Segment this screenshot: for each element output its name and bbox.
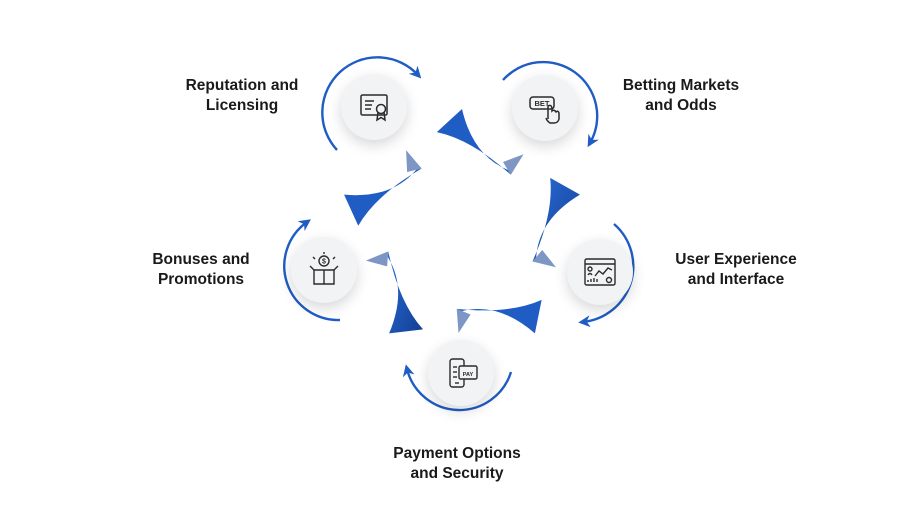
node-payment-circle: PAY (428, 340, 494, 406)
label-payment-line2: and Security (410, 465, 504, 482)
node-ux-circle (567, 239, 633, 305)
star-band-1 (436, 109, 511, 175)
bet-click-icon: BET (529, 96, 560, 124)
node-reputation-circle (341, 74, 407, 140)
label-bonuses-line1: Bonuses and (152, 251, 250, 268)
label-betting: Betting Markets and Odds (606, 76, 756, 116)
star-band-2 (532, 177, 580, 262)
svg-text:$: $ (322, 259, 326, 266)
label-reputation-line2: Licensing (205, 97, 279, 114)
arrow-bonuses (283, 219, 341, 322)
arrow-payment (402, 364, 513, 412)
pay-icon-text: PAY (463, 372, 474, 378)
certificate-icon (360, 94, 388, 122)
gift-box-icon: $ (309, 252, 339, 285)
arrow-reputation (321, 56, 422, 151)
star-band-fold-1 (503, 154, 524, 175)
star-band-5 (344, 168, 422, 226)
label-reputation-line1: Reputation and (185, 77, 299, 94)
label-ux: User Experience and Interface (665, 250, 807, 290)
star-band-fold-2 (532, 250, 556, 268)
label-betting-line2: and Odds (645, 97, 717, 114)
node-bonuses-circle: $ (291, 237, 357, 303)
label-bonuses: Bonuses and Promotions (140, 250, 262, 290)
bet-icon-text: BET (535, 99, 550, 108)
label-payment: Payment Options and Security (381, 444, 533, 484)
mobile-pay-icon: PAY (449, 358, 478, 388)
label-betting-line1: Betting Markets (622, 77, 740, 94)
star-band-3 (456, 299, 542, 334)
label-payment-line1: Payment Options (393, 445, 521, 462)
dashboard-icon (584, 258, 616, 286)
label-bonuses-line2: Promotions (157, 271, 245, 288)
label-reputation: Reputation and Licensing (172, 76, 312, 116)
label-ux-line1: User Experience (675, 251, 797, 268)
node-betting-circle: BET (512, 75, 578, 141)
arrow-betting (502, 60, 599, 148)
star-band-fold-3 (456, 308, 471, 333)
star-band-fold-4 (365, 251, 389, 267)
label-ux-line2: and Interface (687, 271, 785, 288)
star-band-fold-5 (406, 150, 422, 173)
star-band-4 (387, 251, 424, 334)
